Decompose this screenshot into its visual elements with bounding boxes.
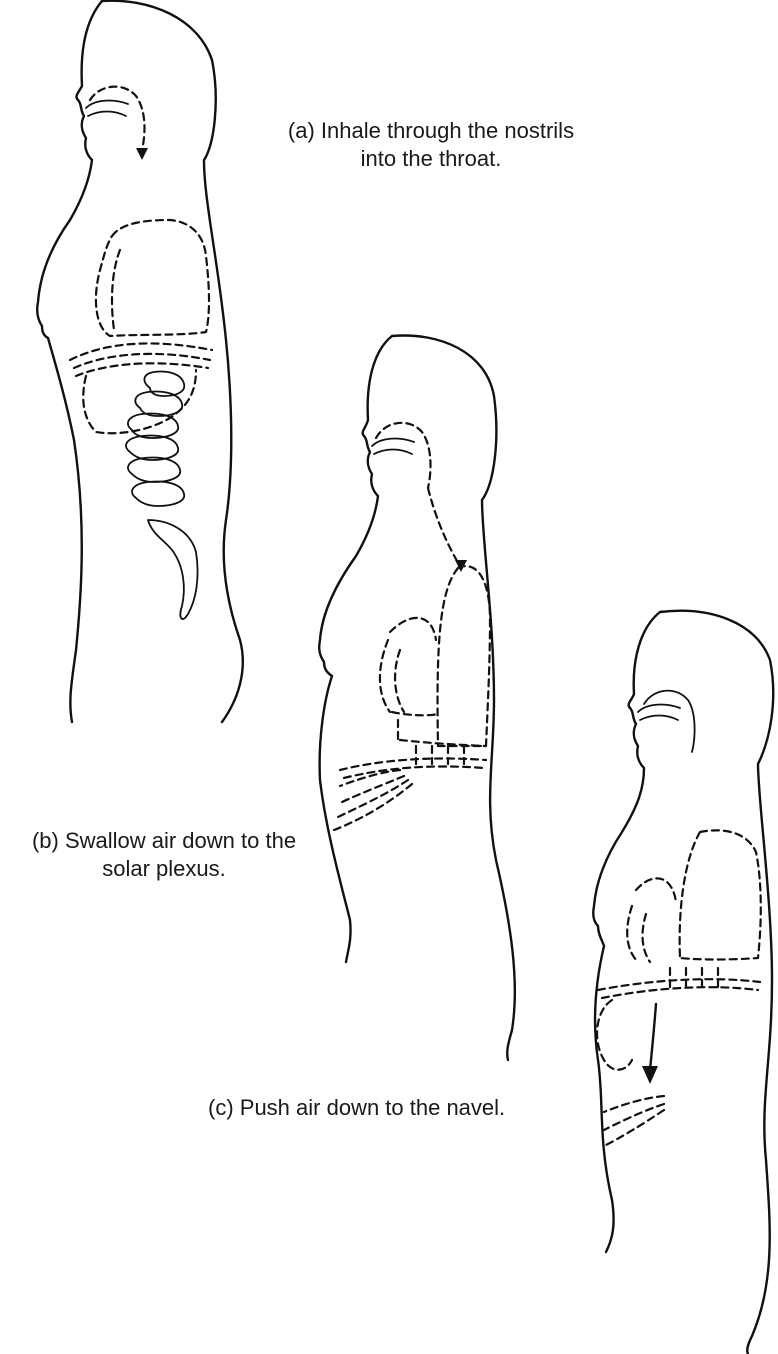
- figure-a-spine: [126, 372, 198, 620]
- caption-a-line2: into the throat.: [246, 145, 616, 173]
- figure-c-down-arrows: [670, 968, 718, 988]
- figure-b-airflow-chest: [428, 488, 460, 566]
- figure-a-nasal-passage: [86, 101, 128, 116]
- figure-b-airflow-throat: [376, 423, 430, 488]
- figure-b-body-outline: [319, 336, 392, 962]
- figure-c-lung-left: [627, 878, 676, 962]
- caption-c: (c) Push air down to the navel.: [208, 1094, 505, 1122]
- figure-c-nasal-passage: [638, 705, 680, 720]
- figure-b-down-arrows: [416, 746, 464, 764]
- figure-a-back-outline: [102, 1, 243, 722]
- figure-a: [37, 1, 243, 722]
- figure-b-abdomen-fan: [334, 770, 412, 830]
- caption-a-line1: (a) Inhale through the nostrils: [246, 117, 616, 145]
- figure-c: [593, 611, 773, 1354]
- figure-c-push-arrowhead: [642, 1066, 658, 1084]
- figure-a-airflow-throat: [90, 87, 144, 150]
- caption-b-line2: solar plexus.: [0, 855, 328, 883]
- figure-c-abdomen-oval: [597, 1000, 632, 1070]
- figure-b-back-outline: [392, 336, 515, 1061]
- caption-a: (a) Inhale through the nostrils into the…: [246, 117, 616, 173]
- figure-b-nasal-passage: [372, 439, 414, 454]
- figure-a-diaphragm: [70, 343, 212, 376]
- figure-c-throat: [644, 691, 695, 752]
- figure-c-navel-fan: [604, 1096, 664, 1146]
- figure-b-lung-outline: [438, 566, 490, 746]
- caption-b-line1: (b) Swallow air down to the: [0, 827, 328, 855]
- figure-c-diaphragm: [598, 979, 760, 998]
- figure-c-push-arrow: [650, 1004, 656, 1070]
- caption-c-line1: (c) Push air down to the navel.: [208, 1094, 505, 1122]
- figure-b: [319, 336, 515, 1061]
- figure-b-lung-left: [380, 618, 436, 712]
- figure-c-lung-outline: [680, 830, 761, 959]
- figure-a-stomach: [83, 370, 196, 433]
- figure-a-lung-inner: [112, 250, 120, 330]
- caption-b: (b) Swallow air down to the solar plexus…: [0, 827, 328, 883]
- figure-b-lung-base: [392, 712, 486, 746]
- figure-a-airflow-arrow: [136, 148, 148, 160]
